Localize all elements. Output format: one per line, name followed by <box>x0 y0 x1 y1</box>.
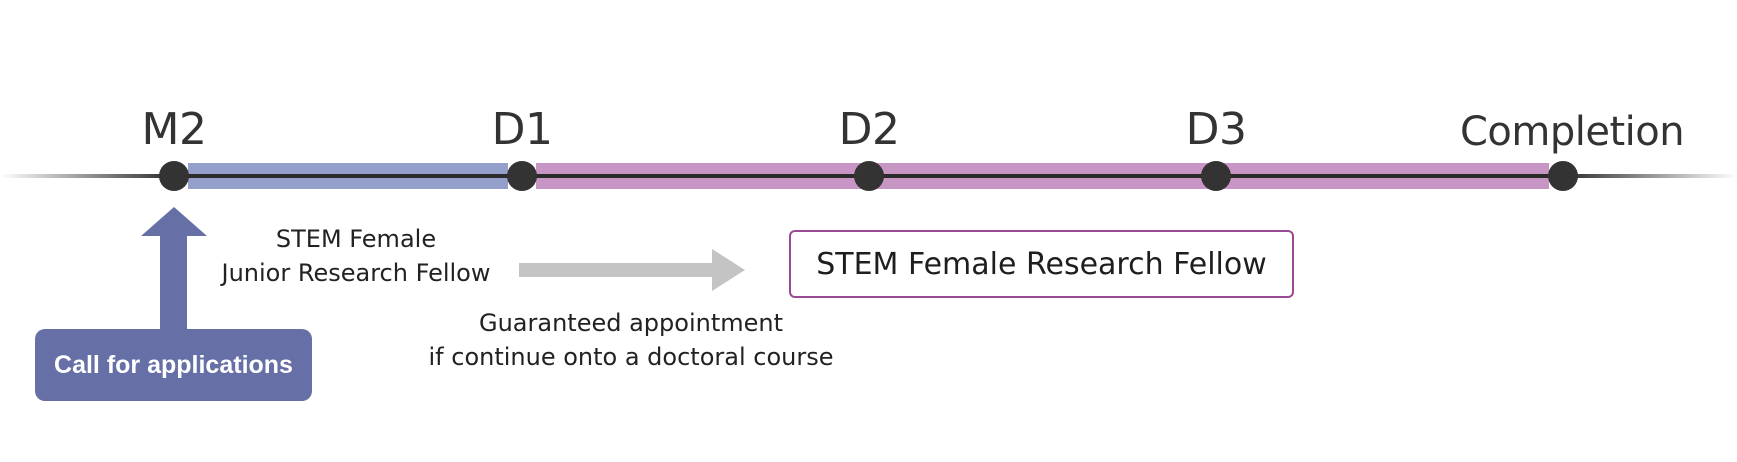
research-fellow-label: STEM Female Research Fellow <box>816 246 1267 282</box>
guaranteed-appointment-line1: Guaranteed appointment <box>478 309 784 337</box>
stage-label-completion: Completion <box>1460 109 1685 155</box>
guaranteed-appointment-caption: Guaranteed appointment if continue onto … <box>429 306 834 374</box>
guaranteed-appointment-line2: if continue onto a doctoral course <box>428 343 834 371</box>
stage-node-completion <box>1548 161 1578 191</box>
junior-fellow-caption-line1: STEM Female <box>275 225 437 253</box>
stage-label-d3: D3 <box>1185 104 1247 155</box>
timeline-line-fade-left <box>0 174 174 178</box>
call-for-applications-button[interactable]: Call for applications <box>35 329 312 401</box>
research-fellow-box: STEM Female Research Fellow <box>789 230 1294 298</box>
junior-fellow-caption-line2: Junior Research Fellow <box>221 259 491 287</box>
call-for-applications-label: Call for applications <box>54 350 293 379</box>
transition-arrow <box>519 249 745 291</box>
junior-fellow-caption: STEM Female Junior Research Fellow <box>222 222 491 290</box>
stage-node-d1 <box>507 161 537 191</box>
call-for-applications-arrow <box>141 207 207 332</box>
stage-label-m2: M2 <box>141 104 207 155</box>
stage-node-d3 <box>1201 161 1231 191</box>
stage-label-d2: D2 <box>838 104 900 155</box>
stage-node-m2 <box>159 161 189 191</box>
timeline-line-fade-right <box>1562 174 1737 178</box>
stage-label-d1: D1 <box>491 104 553 155</box>
stage-node-d2 <box>854 161 884 191</box>
